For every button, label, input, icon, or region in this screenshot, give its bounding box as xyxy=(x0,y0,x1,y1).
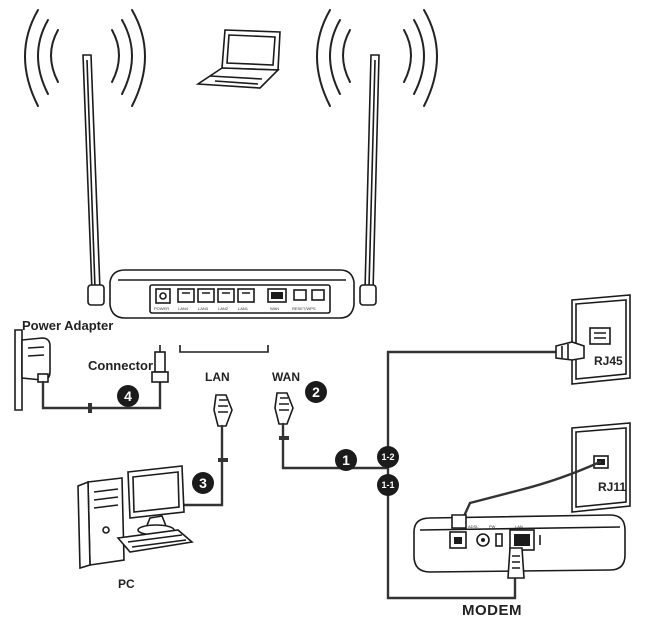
step-badges xyxy=(117,381,399,496)
power-adapter-icon xyxy=(14,329,51,411)
step-1-circle xyxy=(335,449,357,471)
step-1-1-label: 1-1 xyxy=(381,480,394,490)
wifi-waves-icon xyxy=(316,9,438,107)
rj45-plug-icon xyxy=(555,341,585,361)
pc-label: PC xyxy=(118,577,135,591)
modem-plug-icon xyxy=(507,547,525,579)
modem-port-label-adsl: ADSL xyxy=(468,524,479,529)
router-icon xyxy=(109,269,355,319)
pc-icon xyxy=(77,465,194,570)
laptop-icon xyxy=(195,29,281,89)
rj11-label: RJ11 xyxy=(598,480,627,494)
wan-plug-icon xyxy=(274,392,294,425)
lan-bracket xyxy=(179,345,269,353)
port-label-lan3: LAN3 xyxy=(198,306,209,311)
port-label-lan2: LAN2 xyxy=(218,306,229,311)
lan-plug-icon xyxy=(213,394,233,427)
connector-label: Connector xyxy=(88,358,153,373)
modem-icon xyxy=(413,514,626,573)
port-label-lan4: LAN4 xyxy=(178,306,189,311)
step-1-label: 1 xyxy=(342,452,350,468)
step-4-label: 4 xyxy=(124,388,132,404)
wifi-waves-icon xyxy=(24,9,146,107)
modem-port-label-lan: LAN xyxy=(515,524,523,529)
modem-label: MODEM xyxy=(462,602,522,619)
power-adapter-label: Power Adapter xyxy=(22,318,114,333)
wan-label: WAN xyxy=(272,370,300,384)
power-cable xyxy=(41,378,162,410)
antenna-icon xyxy=(359,54,380,306)
modem-port-label-pw: PW xyxy=(489,524,496,529)
lan-label: LAN xyxy=(205,370,230,384)
connector-icon xyxy=(151,345,169,383)
port-label-lan1: LAN1 xyxy=(238,306,249,311)
step-3-circle xyxy=(192,472,214,494)
lan-cable xyxy=(173,424,224,507)
wall-jack-icon xyxy=(571,294,631,385)
router-port-labels: POWER LAN4 LAN3 LAN2 LAN1 WAN RESET/WPS xyxy=(154,306,316,311)
port-label-wan: WAN xyxy=(270,306,279,311)
port-label-power: POWER xyxy=(154,306,169,311)
step-4-circle xyxy=(117,385,139,407)
step-2-circle xyxy=(305,381,327,403)
wall-jack-icon xyxy=(571,422,631,513)
rj45-label: RJ45 xyxy=(594,354,623,368)
step-1-2-circle xyxy=(377,446,399,468)
rj11-plug-icon xyxy=(451,514,467,529)
step-2-label: 2 xyxy=(312,384,320,400)
rj11-cable xyxy=(458,460,602,527)
step-1-1-circle xyxy=(377,474,399,496)
step-3-label: 3 xyxy=(199,475,207,491)
modem-port-labels: ADSL PW LAN xyxy=(468,524,523,529)
port-label-reset: RESET/WPS xyxy=(292,306,316,311)
step-1-2-label: 1-2 xyxy=(381,452,394,462)
antenna-icon xyxy=(82,54,105,306)
